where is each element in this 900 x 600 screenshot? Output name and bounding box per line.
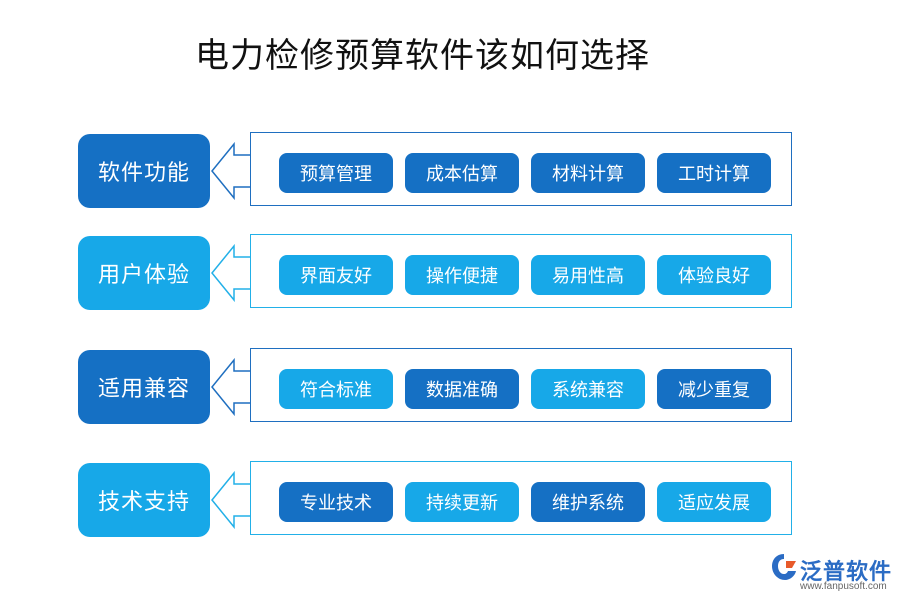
item-chip: 适应发展 <box>657 482 771 522</box>
watermark-logo: 泛普软件 www.fanpusoft.com <box>770 552 896 596</box>
category-box: 适用兼容 <box>78 350 210 424</box>
row-1: 软件功能 预算管理 成本估算 材料计算 工时计算 <box>0 130 900 210</box>
item-chip: 系统兼容 <box>531 369 645 409</box>
item-chip: 维护系统 <box>531 482 645 522</box>
items-panel: 符合标准 数据准确 系统兼容 减少重复 <box>250 348 792 422</box>
diagram-title: 电力检修预算软件该如何选择 <box>195 36 650 76</box>
category-box: 技术支持 <box>78 463 210 537</box>
item-chip: 预算管理 <box>279 153 393 193</box>
row-4: 技术支持 专业技术 持续更新 维护系统 适应发展 <box>0 459 900 539</box>
fanpu-logo-icon <box>772 554 796 580</box>
item-chip: 易用性高 <box>531 255 645 295</box>
item-chip: 数据准确 <box>405 369 519 409</box>
item-chip: 持续更新 <box>405 482 519 522</box>
category-box: 用户体验 <box>78 236 210 310</box>
row-3: 适用兼容 符合标准 数据准确 系统兼容 减少重复 <box>0 346 900 426</box>
item-chip: 专业技术 <box>279 482 393 522</box>
item-chip: 界面友好 <box>279 255 393 295</box>
left-arrow-icon <box>211 471 251 529</box>
items-panel: 界面友好 操作便捷 易用性高 体验良好 <box>250 234 792 308</box>
item-chip: 材料计算 <box>531 153 645 193</box>
category-box: 软件功能 <box>78 134 210 208</box>
left-arrow-icon <box>211 244 251 302</box>
item-chip: 体验良好 <box>657 255 771 295</box>
item-chip: 工时计算 <box>657 153 771 193</box>
item-chip: 减少重复 <box>657 369 771 409</box>
item-chip: 符合标准 <box>279 369 393 409</box>
items-panel: 预算管理 成本估算 材料计算 工时计算 <box>250 132 792 206</box>
left-arrow-icon <box>211 142 251 200</box>
item-chip: 成本估算 <box>405 153 519 193</box>
watermark-url: www.fanpusoft.com <box>800 581 887 592</box>
left-arrow-icon <box>211 358 251 416</box>
watermark-name: 泛普软件 <box>800 560 893 585</box>
row-2: 用户体验 界面友好 操作便捷 易用性高 体验良好 <box>0 232 900 312</box>
items-panel: 专业技术 持续更新 维护系统 适应发展 <box>250 461 792 535</box>
item-chip: 操作便捷 <box>405 255 519 295</box>
